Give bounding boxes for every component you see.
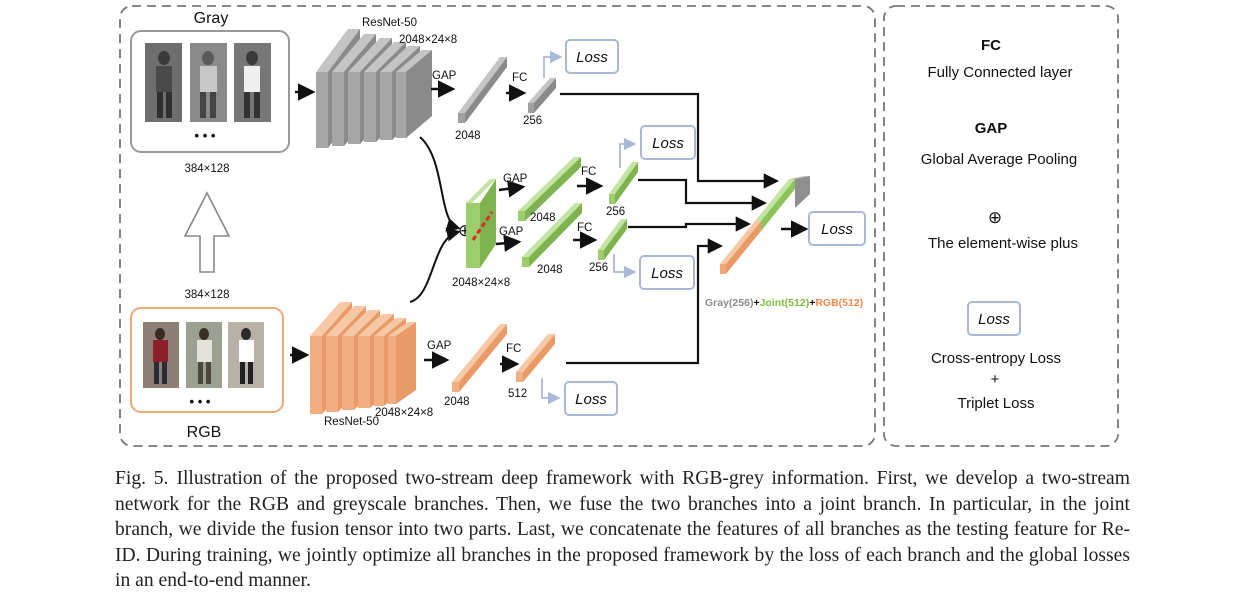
gray-featuremap-label: 2048×24×8: [399, 34, 457, 46]
joint-loss-label-top: Loss: [652, 135, 684, 152]
legend-plus-symbol: ⊕: [988, 208, 1002, 227]
rgb-resnet-stack: [310, 302, 416, 414]
legend-loss-label: Loss: [978, 311, 1010, 328]
gray-ellipsis: • • •: [195, 128, 216, 143]
gray-resnet-label: ResNet-50: [362, 17, 417, 29]
legend-plus-desc: The element-wise plus: [928, 235, 1078, 252]
joint-loss-arrow-bottom: [613, 254, 637, 279]
joint-fc-dim-bottom: 256: [589, 262, 608, 274]
joint-fc-label-bottom: FC: [577, 222, 592, 234]
gray-person-images: [145, 43, 271, 122]
joint-loss-arrow-top: [619, 137, 637, 168]
joint-loss-box-top: [640, 125, 696, 160]
caption-label: Fig. 5.: [115, 468, 169, 489]
gray-fc-dim: 256: [523, 115, 542, 127]
joint-gap-dim-top: 2048: [530, 212, 556, 224]
legend-loss-desc-plus: +: [991, 371, 1000, 388]
fusion-tensor-label: 2048×24×8: [452, 277, 510, 289]
gray-fc-label: FC: [512, 72, 527, 84]
legend-gap-desc: Global Average Pooling: [921, 151, 1078, 168]
gray-input-label: Gray: [194, 10, 229, 27]
figure-caption: Fig. 5.Illustration of the proposed two-…: [115, 466, 1130, 594]
rgb-gap-label: GAP: [427, 340, 452, 352]
legend-gap-title: GAP: [975, 120, 1008, 137]
joint-gap-bar-top: [518, 157, 581, 221]
fusion-tensor: [466, 179, 496, 268]
rgb-fc-dim: 512: [508, 388, 527, 400]
rgb-to-fusion-curve: [409, 227, 461, 303]
rgb-fc-bar: [516, 334, 555, 382]
rgb-resnet-label: ResNet-50: [324, 416, 379, 428]
rgb-gap-dim: 2048: [444, 396, 470, 408]
rgb-loss-box: [564, 381, 618, 416]
gray-loss-arrow: [543, 50, 563, 78]
joint-fc-label-top: FC: [581, 166, 596, 178]
concat-plus-2: +: [809, 297, 815, 309]
gray-conversion-arrow: [183, 191, 231, 273]
legend-loss-desc-2: Triplet Loss: [958, 395, 1035, 412]
rgb-loss-label: Loss: [575, 391, 607, 408]
rgb-ellipsis: • • •: [190, 394, 211, 409]
rgb-fc-label: FC: [506, 343, 521, 355]
framework-figure: Gray • • •: [119, 5, 1119, 447]
concat-rgb-part: RGB(512): [815, 297, 863, 309]
concat-joint-part: Joint(512): [760, 297, 810, 309]
concat-plus-1: +: [753, 297, 759, 309]
legend-loss-box: [967, 301, 1021, 336]
joint-gap-arrow-bottom: [495, 234, 522, 252]
joint-gap-dim-bottom: 2048: [537, 264, 563, 276]
concat-gray-part: Gray(256): [705, 297, 753, 309]
rgb-to-concat-line: [566, 238, 724, 365]
gray-fc-bar: [528, 78, 556, 113]
legend-fc-desc: Fully Connected layer: [927, 64, 1072, 81]
caption-text: Illustration of the proposed two-stream …: [115, 468, 1130, 592]
concat-composition-label: Gray(256)+Joint(512)+RGB(512): [705, 297, 863, 309]
joint-gap-arrow-top: [498, 180, 526, 198]
gray-to-concat-line: [560, 92, 780, 189]
rgb-loss-arrow: [541, 378, 561, 405]
joint-gap-label-top: GAP: [503, 173, 528, 185]
gray-gap-label: GAP: [432, 70, 457, 82]
joint-gap-label-bottom: GAP: [499, 226, 524, 238]
rgb-gap-bar: [452, 324, 507, 392]
rgb-person-images: [143, 322, 264, 388]
joint-gap-bar-bottom: [522, 203, 582, 267]
gray-loss-label: Loss: [576, 49, 608, 66]
concatenated-feature-bar: [720, 176, 810, 274]
legend-loss-desc-1: Cross-entropy Loss: [931, 350, 1061, 367]
joint-fc-dim-top: 256: [606, 206, 625, 218]
legend-dashed-frame: [883, 5, 1119, 447]
gray-gap-dim: 2048: [455, 130, 481, 142]
rgb-input-size: 384×128: [184, 289, 229, 301]
gray-input-size: 384×128: [184, 163, 229, 175]
joint-loss-label-bottom: Loss: [651, 265, 683, 282]
rgb-input-label: RGB: [187, 424, 222, 441]
gray-loss-box: [565, 39, 619, 74]
gray-resnet-stack: [316, 29, 432, 148]
final-loss-label: Loss: [821, 221, 853, 238]
joint-top-to-concat-line: [638, 178, 768, 211]
legend-fc-title: FC: [981, 37, 1001, 54]
joint-fc-bar-bottom: [598, 219, 627, 260]
joint-bottom-to-concat-line: [628, 216, 752, 232]
gray-to-fusion-curve: [419, 136, 461, 232]
gray-gap-bar: [458, 57, 507, 123]
joint-loss-box-bottom: [639, 255, 695, 290]
final-loss-box: [808, 211, 866, 246]
joint-fc-bar-top: [609, 162, 638, 204]
rgb-featuremap-label: 2048×24×8: [375, 407, 433, 419]
main-dashed-frame: [119, 5, 876, 447]
